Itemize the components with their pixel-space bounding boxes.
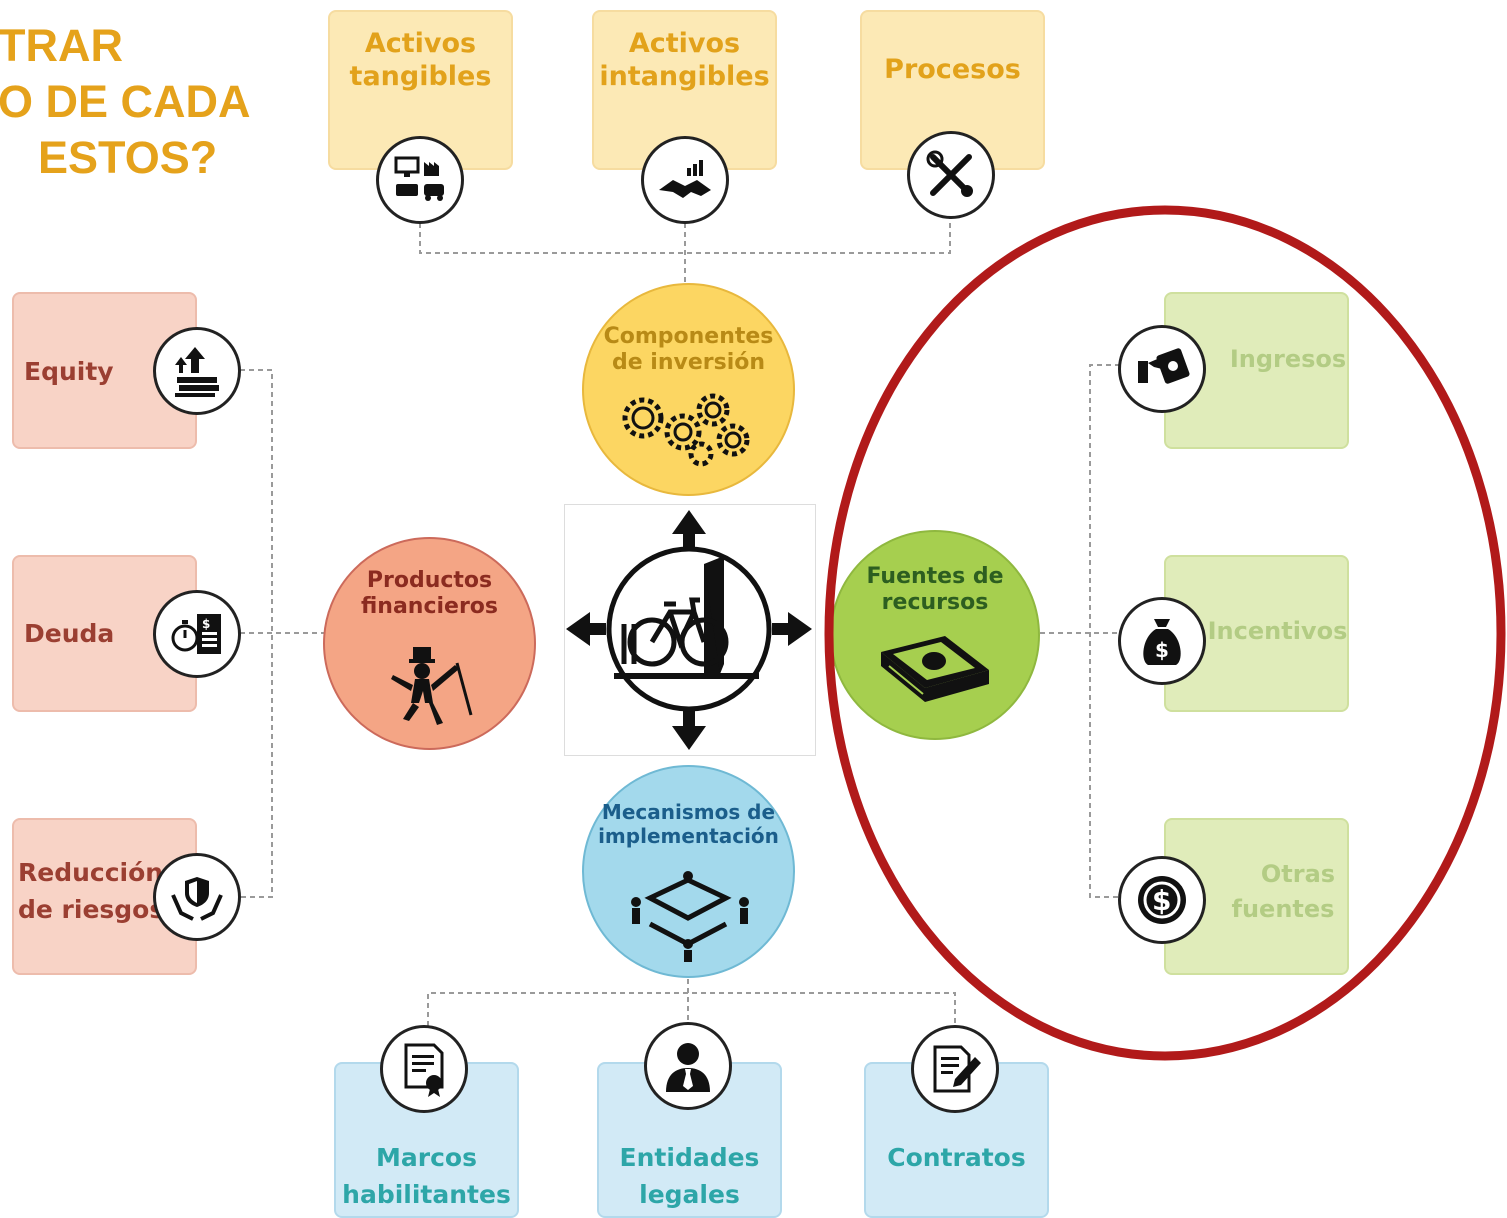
label-entidades-legales: Entidades legales [597, 1143, 782, 1210]
svg-text:$: $ [1152, 884, 1171, 917]
label-line: de inversión [611, 350, 766, 376]
label-line: Marcos [376, 1143, 477, 1172]
label-line: Componentes [603, 324, 774, 349]
title-line-1: TRAR [0, 20, 123, 71]
label-ingresos: Ingresos [1229, 345, 1347, 373]
label-line: Entidades [619, 1143, 760, 1172]
label-equity: Equity [24, 357, 114, 386]
cash-stack-icon [881, 636, 989, 702]
label-reduccion-riesgos: Reducción de riesgos [18, 858, 164, 925]
label-incentivos: Incentivos [1207, 617, 1348, 645]
circle-productos-financieros [323, 537, 536, 750]
tools-icon [907, 131, 995, 219]
dollar-coin-icon: $ [1118, 856, 1206, 944]
gears-icon [622, 393, 750, 467]
svg-text:$: $ [1155, 638, 1169, 662]
stopwatch-bill-icon: $ [153, 590, 241, 678]
computer-factory-icon [376, 136, 464, 224]
hand-cash-icon [1118, 325, 1206, 413]
label-line: implementación [598, 824, 779, 848]
label-line: Activos [628, 28, 741, 59]
certificate-icon [380, 1025, 468, 1113]
label-componentes-inversion: Componentes de inversión [582, 324, 795, 377]
label-line: financieros [360, 594, 499, 620]
label-line: habilitantes [342, 1179, 511, 1209]
label-activos-intangibles: Activos intangibles [592, 28, 777, 94]
label-activos-tangibles: Activos tangibles [328, 28, 513, 94]
label-line: fuentes [1231, 895, 1335, 924]
label-marcos-habilitantes: Marcos habilitantes [334, 1143, 519, 1210]
label-otras-fuentes: Otras fuentes [1218, 860, 1348, 925]
title-line-2: O DE CADA [0, 76, 251, 127]
label-productos-financieros: Productos financieros [323, 568, 536, 621]
label-deuda: Deuda [24, 619, 115, 648]
label-line: de riesgos [18, 894, 165, 924]
shield-hands-icon [153, 853, 241, 941]
page-title: TRAR O DE CADA ESTOS? [0, 18, 298, 186]
monopoly-man-icon [391, 647, 473, 725]
label-line: Productos [366, 568, 493, 593]
label-mecanismos-implementacion: Mecanismos de implementación [582, 800, 795, 848]
label-line: Reducción [18, 858, 164, 887]
title-line-3: ESTOS? [38, 132, 218, 183]
label-line: recursos [881, 590, 989, 616]
svg-text:$: $ [202, 617, 210, 631]
person-tie-icon [644, 1022, 732, 1110]
label-line: legales [639, 1179, 740, 1209]
handshake-chart-icon [641, 136, 729, 224]
label-fuentes-recursos: Fuentes de recursos [830, 564, 1040, 617]
contract-pen-icon [911, 1025, 999, 1113]
label-line: intangibles [599, 60, 770, 92]
circle-componentes-inversion [582, 283, 795, 496]
money-up-arrow-icon [153, 327, 241, 415]
label-line: Fuentes de [866, 564, 1004, 589]
label-line: Activos [364, 28, 477, 59]
label-contratos: Contratos [887, 1143, 1026, 1172]
label-line: Mecanismos de [601, 800, 776, 824]
label-procesos: Procesos [884, 54, 1021, 85]
label-line: tangibles [349, 60, 492, 92]
box-entidades-legales [597, 1062, 782, 1218]
label-line: Otras [1260, 860, 1336, 888]
people-puzzle-icon [631, 871, 749, 962]
bicycle-parking-icon [566, 510, 812, 750]
money-bag-icon: $ [1118, 597, 1206, 685]
